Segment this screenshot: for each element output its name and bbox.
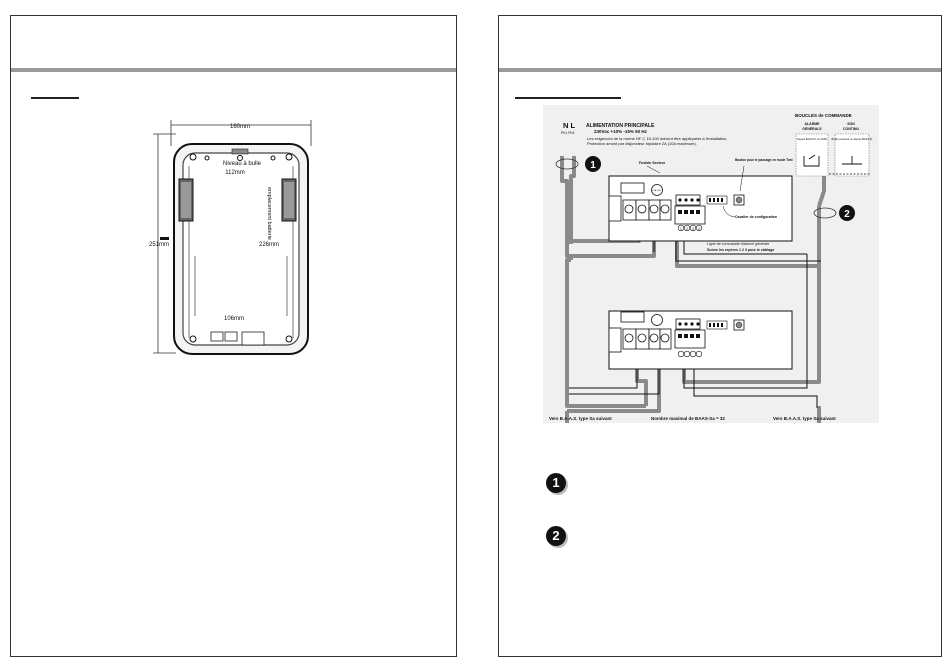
bottom-left-label: Vers B.A.A.S. type Sa suivant xyxy=(549,416,612,421)
main-note-1: Les exigences de la norme NF C 15-100 do… xyxy=(587,136,727,141)
main-spec: 230Vac +10% -15% 50 Hz xyxy=(594,129,648,134)
left-page: 160mm Niveau à bulle 112mm 251mm 226mm 1… xyxy=(10,15,457,657)
test-button-label: Bouton pour le passage en mode Test xyxy=(735,158,793,162)
terminal-1: 1 xyxy=(680,227,682,231)
terminal-2: 2 xyxy=(686,227,688,231)
phase-labels: N L xyxy=(563,121,576,130)
marker-2: 2 xyxy=(844,209,850,220)
main-title: ALIMENTATION PRINCIPALE xyxy=(586,123,655,129)
main-note-2: Protection amont par disjoncteur bipolai… xyxy=(587,141,697,146)
header-divider xyxy=(499,68,941,72)
section-title-underline xyxy=(31,97,79,99)
command-line-2: Suivre les repères 1 2 3 pour le câblage xyxy=(707,248,774,252)
dim-overall-width: 160mm xyxy=(230,124,250,130)
command-line-1: Ligne de commande d'alarme générale xyxy=(707,242,769,246)
phase-sub: Ph1 Ph2 xyxy=(561,131,574,135)
terminal-4: 4 xyxy=(698,227,700,231)
legend-marker-1: 1 xyxy=(546,473,566,493)
battery-label: emplacement batterie xyxy=(266,187,272,240)
dim-total-height: 251mm xyxy=(149,242,169,248)
wiring-diagram: 1 2 N L Ph1 Ph2 ALIMENTATION PRINCIPALE … xyxy=(543,105,879,423)
loops-title: BOUCLES de COMMANDE xyxy=(795,113,852,118)
alarm-box: Depuis BAAS-Pr ou CMSI xyxy=(797,137,827,141)
terminal-3: 3 xyxy=(692,227,694,231)
sound-title-1: SON xyxy=(847,122,855,126)
dim-bottom-inner: 106mm xyxy=(224,316,244,322)
header-divider xyxy=(11,68,456,72)
sound-box: Boitier poussoir ou depuis BAAS-Pr xyxy=(832,137,873,141)
alarm-title-1: ALARME xyxy=(805,122,821,126)
section-title-underline xyxy=(515,97,621,99)
sound-title-2: CONTINU xyxy=(843,127,859,131)
right-page: 1 2 N L Ph1 Ph2 ALIMENTATION PRINCIPALE … xyxy=(498,15,942,657)
dim-inner-height: 226mm xyxy=(259,242,279,248)
legend-marker-2: 2 xyxy=(546,526,566,546)
bottom-center-label: Nombre maximal de BAAS-Sa = 32 xyxy=(651,416,725,421)
marker-1: 1 xyxy=(590,160,596,171)
bottom-right-label: Vers B.A.A.S. type Sa suivant xyxy=(773,416,836,421)
enclosure-dimension-drawing: 160mm Niveau à bulle 112mm 251mm 226mm 1… xyxy=(149,120,312,355)
fuse-symbol: F1A 250V xyxy=(653,189,662,192)
config-label: Cavalier de configuration xyxy=(735,215,777,219)
dim-top-inner: 112mm xyxy=(225,170,245,176)
alarm-title-2: GÉNÉRALE xyxy=(802,126,822,131)
level-label: Niveau à bulle xyxy=(223,161,262,167)
fuse-label: Fusible Secteur xyxy=(639,161,666,165)
